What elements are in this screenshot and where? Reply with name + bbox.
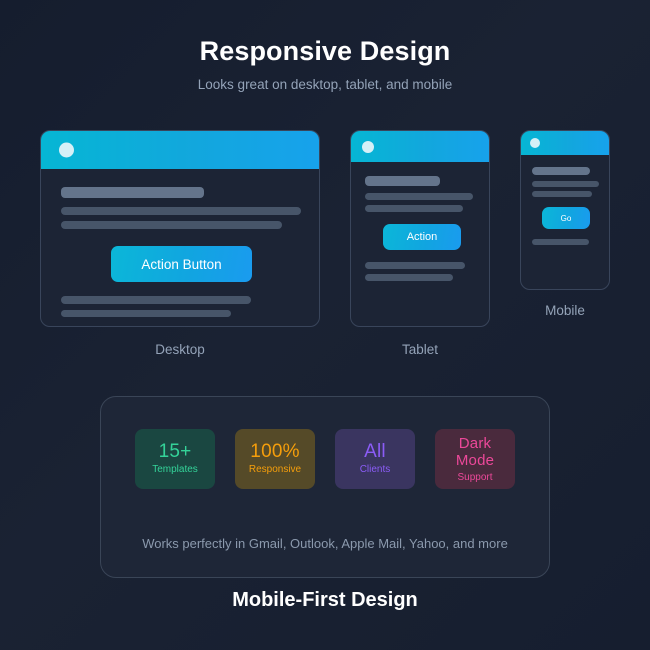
mobile-action-button[interactable]: Go — [542, 207, 590, 229]
stat-card-templates[interactable]: 15+ Templates — [135, 429, 215, 489]
desktop-frame: Action Button — [40, 130, 320, 327]
stat-value: 100% — [250, 441, 300, 463]
placeholder-text-bar — [61, 207, 301, 215]
stat-card-clients[interactable]: All Clients — [335, 429, 415, 489]
placeholder-heading-bar — [532, 167, 590, 175]
feature-panel: 15+ Templates 100% Responsive All Client… — [100, 396, 550, 578]
tablet-frame: Action — [350, 130, 490, 327]
compatibility-note: Works perfectly in Gmail, Outlook, Apple… — [142, 536, 508, 551]
device-mockup-tablet[interactable]: Action Tablet — [350, 130, 490, 357]
device-mockup-group: Action Button Desktop Action — [0, 130, 650, 365]
page-subtitle: Looks great on desktop, tablet, and mobi… — [197, 77, 453, 92]
placeholder-heading-bar — [365, 176, 440, 186]
device-label-tablet: Tablet — [401, 342, 439, 357]
window-dot-icon — [530, 138, 540, 148]
stat-label: Clients — [359, 464, 391, 476]
placeholder-text-bar — [365, 274, 453, 281]
placeholder-text-bar — [365, 262, 465, 269]
footer-title: Mobile-First Design — [232, 589, 418, 611]
stat-value: 15+ — [158, 441, 192, 463]
placeholder-text-bar — [61, 310, 231, 317]
stat-label: Support — [457, 471, 493, 483]
placeholder-heading-bar — [61, 187, 204, 198]
desktop-action-button[interactable]: Action Button — [111, 246, 252, 282]
device-label-desktop: Desktop — [155, 342, 205, 357]
mobile-frame: Go — [520, 130, 610, 290]
stat-card-responsive[interactable]: 100% Responsive — [235, 429, 315, 489]
window-dot-icon — [362, 140, 374, 153]
placeholder-text-bar — [532, 181, 599, 187]
placeholder-text-bar — [532, 191, 592, 197]
placeholder-text-bar — [61, 221, 282, 229]
device-label-mobile: Mobile — [545, 303, 585, 318]
placeholder-text-bar — [365, 205, 463, 212]
stat-value: All — [364, 441, 386, 463]
mobile-titlebar — [521, 131, 609, 155]
stat-label: Templates — [152, 464, 198, 476]
window-dot-icon — [59, 142, 74, 158]
page-title: Responsive Design — [199, 36, 451, 66]
tablet-titlebar — [351, 131, 489, 162]
stat-card-row: 15+ Templates 100% Responsive All Client… — [101, 429, 549, 489]
tablet-action-button[interactable]: Action — [383, 224, 461, 250]
desktop-titlebar — [41, 131, 319, 169]
stat-label: Responsive — [248, 464, 302, 476]
placeholder-text-bar — [365, 193, 473, 200]
placeholder-text-bar — [532, 239, 589, 245]
device-mockup-desktop[interactable]: Action Button Desktop — [40, 130, 320, 357]
device-mockup-mobile[interactable]: Go Mobile — [520, 130, 610, 318]
placeholder-text-bar — [61, 296, 251, 304]
